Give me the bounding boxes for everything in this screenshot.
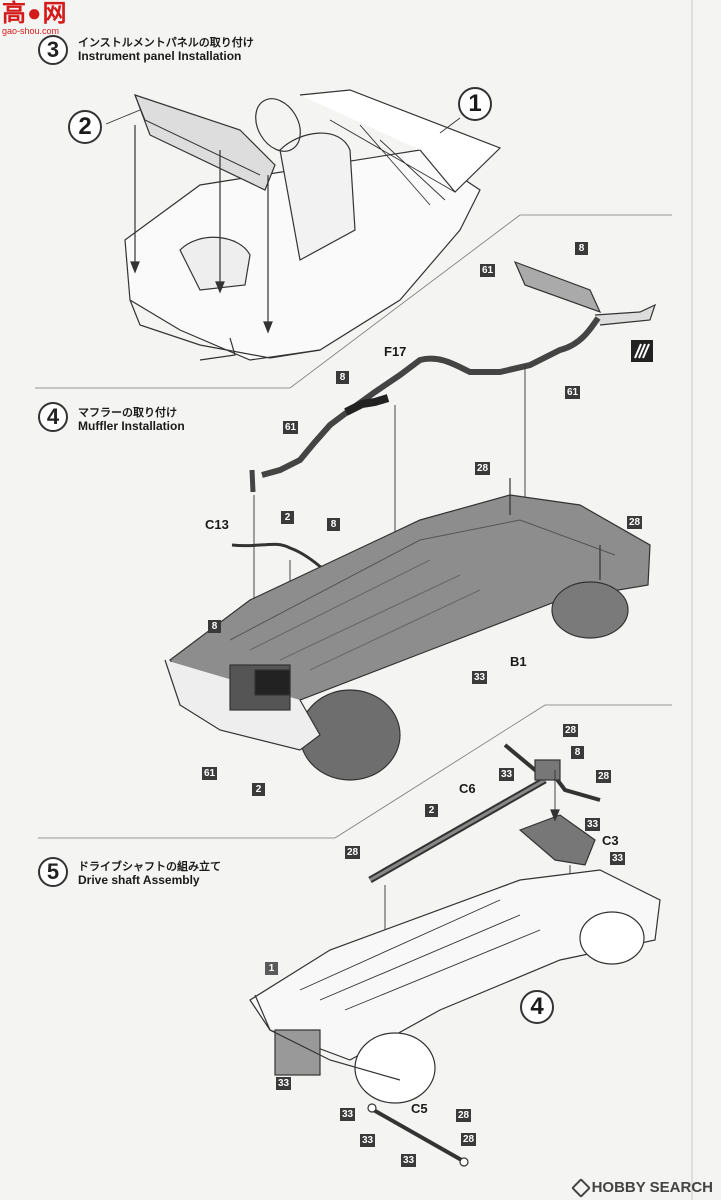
part-tag: 33 [472,671,488,684]
part-tag: 61 [480,264,496,277]
label-b1: B1 [510,654,527,669]
part-tag: 2 [425,804,438,817]
label-c5: C5 [411,1101,428,1116]
part-tag: 8 [336,371,349,384]
assembly-ref-1: 1 [458,87,492,121]
part-tag: 28 [563,724,579,737]
label-c13: C13 [205,517,229,532]
part-tag: 28 [461,1133,477,1146]
part-tag: 28 [345,846,361,859]
part-tag: 33 [610,852,626,865]
step-5-title-jp: ドライブシャフトの組み立て [78,860,221,873]
step-3-title-en: Instrument panel Installation [78,49,242,63]
watermark-glyphs: 高●网 [2,0,68,27]
step-4-title-jp: マフラーの取り付け [78,406,177,419]
hobby-search-brand: HOBBY SEARCH [570,1177,713,1198]
part-tag: 33 [360,1134,376,1147]
watermark-url: gao-shou.com [2,26,60,36]
step5-chassis [249,869,661,1167]
part-tag: 28 [456,1109,472,1122]
part-tag: 8 [571,746,584,759]
part-tag: 8 [327,518,340,531]
part-tag: 8 [208,620,221,633]
step-4-number: 4 [38,402,68,432]
part-tag: 61 [565,386,581,399]
step-5-number: 5 [38,857,68,887]
watermark-logo: 高●网 gao-shou.com [2,0,72,37]
assembly-ref-2: 2 [68,110,102,144]
step-5-title-en: Drive shaft Assembly [78,873,200,887]
label-f17: F17 [384,344,407,359]
hobby-search-text: HOBBY SEARCH [591,1179,713,1196]
step-3-title-jp: インストルメントパネルの取り付け [78,36,254,49]
part-tag: 33 [585,818,601,831]
part-tag: 8 [575,242,588,255]
hobby-search-logo-icon [570,1177,591,1198]
step-3-number: 3 [38,35,68,65]
brand-mark-icon [631,340,653,362]
part-tag: 28 [596,770,612,783]
divider-step3-4 [35,214,672,389]
part-tag: 1 [265,962,278,975]
step4-chassis [164,478,651,781]
part-tag: 61 [283,421,299,434]
assembly-ref-4: 4 [520,990,554,1024]
part-tag: 2 [281,511,294,524]
part-tag: 33 [499,768,515,781]
part-tag: 33 [340,1108,356,1121]
part-tag: 33 [276,1077,292,1090]
part-tag: 61 [202,767,218,780]
part-tag: 28 [475,462,491,475]
part-tag: 2 [252,783,265,796]
label-c3: C3 [602,833,619,848]
part-tag: 33 [401,1154,417,1167]
step3-body-tub [105,89,502,361]
step-4-title-en: Muffler Installation [78,419,185,433]
label-c6: C6 [459,781,476,796]
divider-step4-5 [38,704,672,839]
part-tag: 28 [627,516,643,529]
